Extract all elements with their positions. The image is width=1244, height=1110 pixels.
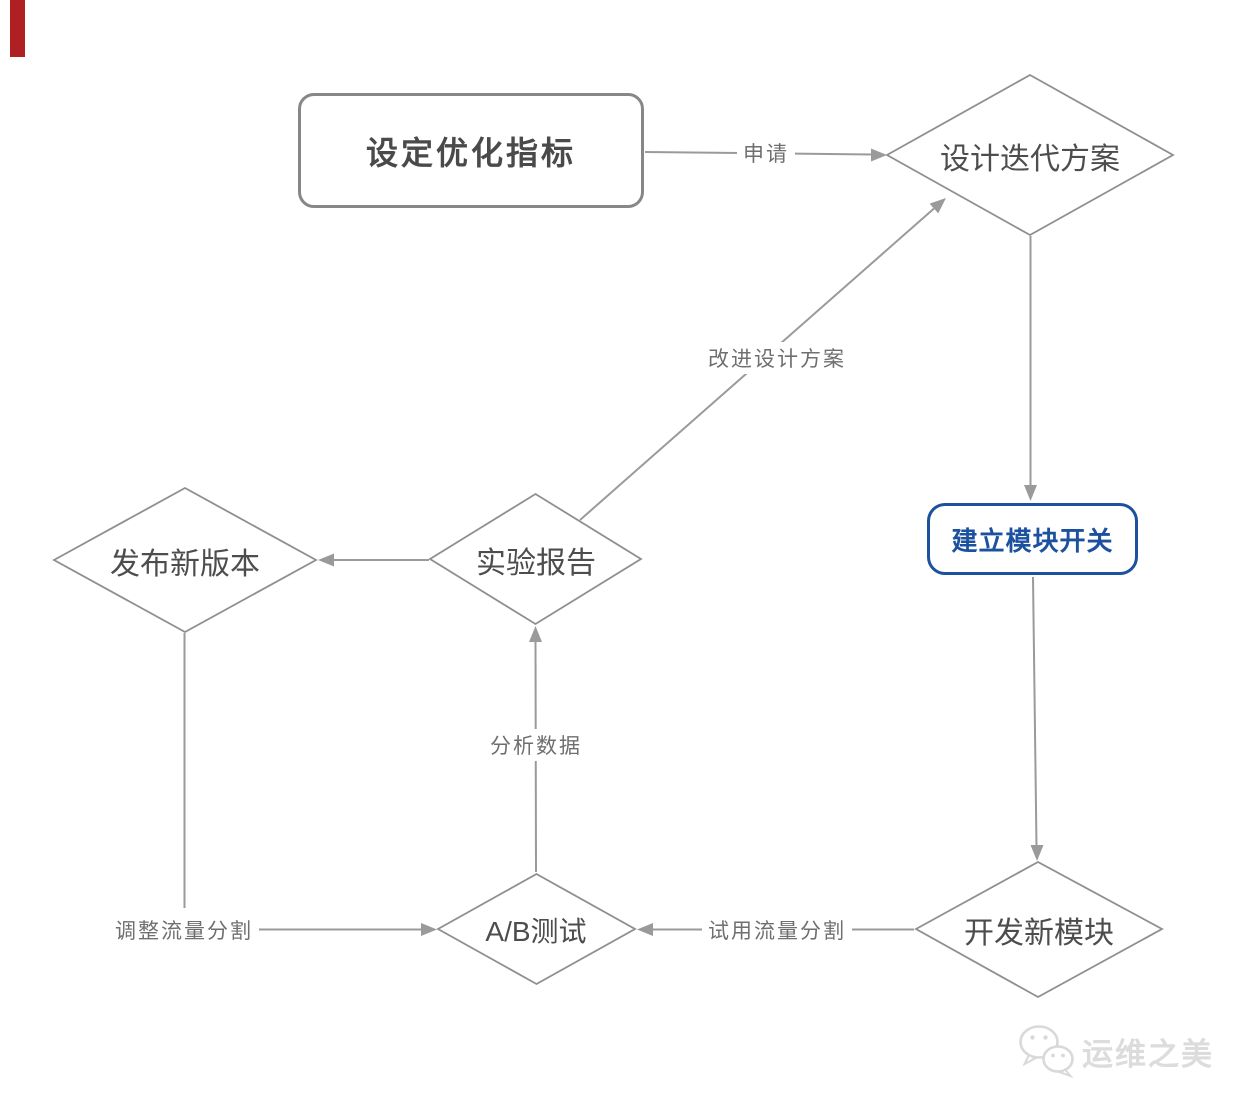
arrowhead-down-develop-module	[1030, 845, 1044, 861]
node-module-switch-label: 建立模块开关	[951, 525, 1114, 556]
node-set-metrics: 设定优化指标	[298, 93, 644, 208]
node-module-switch: 建立模块开关	[927, 503, 1138, 575]
arrowhead-diagonal-improve-design	[929, 198, 946, 214]
edge-label-trial-traffic-split: 试用流量分割	[702, 914, 852, 946]
arrowhead-right-ab-test	[421, 923, 437, 936]
edge-label-analyze-data: 分析数据	[484, 729, 588, 761]
node-experiment-report-diamond	[428, 492, 643, 626]
watermark: 运维之美	[1018, 1024, 1214, 1078]
edge-to-develop-module-line	[1032, 576, 1038, 848]
node-design-iteration-diamond	[885, 73, 1175, 237]
node-release-version-diamond	[52, 486, 318, 634]
edge-label-adjust-traffic-split: 调整流量分割	[109, 914, 259, 946]
arrowhead-down-module-switch	[1024, 485, 1037, 501]
red-accent-bar	[10, 0, 25, 57]
node-experiment-report-label: 实验报告	[476, 547, 596, 580]
arrowhead-right-apply	[871, 148, 887, 162]
node-ab-test-diamond	[436, 872, 637, 986]
arrowhead-left-ab-test	[637, 923, 653, 936]
wechat-icon	[1019, 1025, 1074, 1078]
node-set-metrics-label: 设定优化指标	[365, 134, 576, 171]
edge-label-apply: 申请	[737, 137, 795, 169]
edge-label-improve-design: 改进设计方案	[702, 342, 852, 374]
node-ab-test-label: A/B测试	[485, 916, 587, 947]
node-release-version-label: 发布新版本	[110, 548, 260, 581]
node-design-iteration-label: 设计迭代方案	[940, 143, 1120, 176]
node-develop-module-label: 开发新模块	[964, 917, 1114, 950]
node-develop-module-diamond	[914, 860, 1164, 999]
watermark-text: 运维之美	[1082, 1036, 1214, 1072]
arrowhead-up-experiment-report	[529, 626, 542, 642]
arrowhead-left-release-version	[318, 553, 334, 567]
